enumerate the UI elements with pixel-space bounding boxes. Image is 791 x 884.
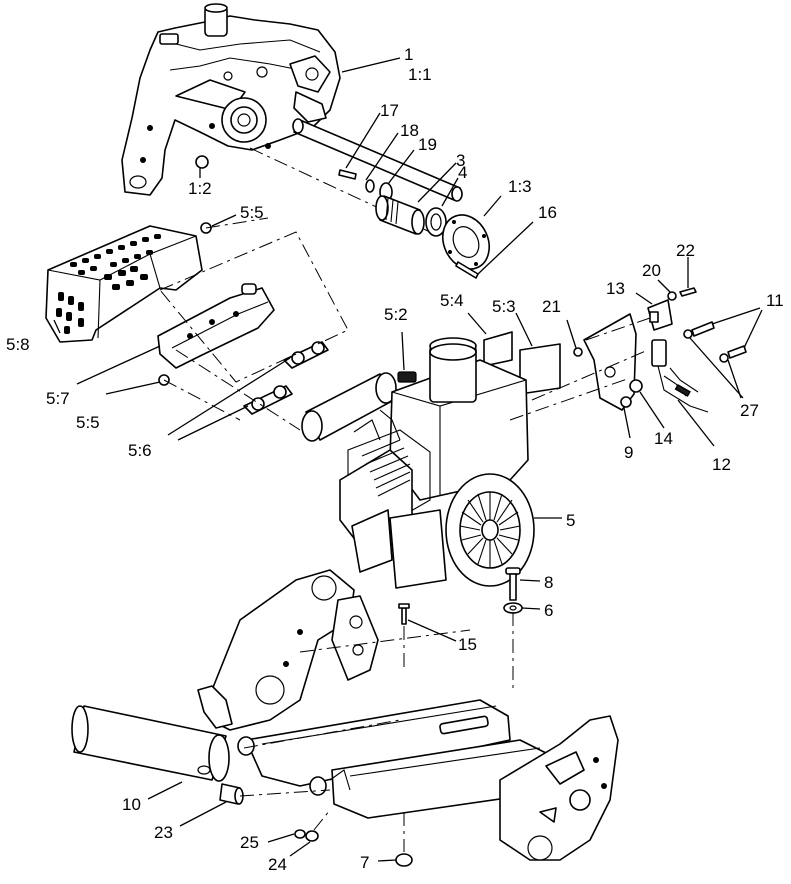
callout-6[interactable]: 6 xyxy=(544,601,553,620)
switch-13[interactable] xyxy=(647,299,673,331)
screw-16[interactable] xyxy=(455,261,479,279)
callout-11[interactable]: 11 xyxy=(766,291,784,310)
gasket-1-3[interactable] xyxy=(434,207,498,276)
callout-5[interactable]: 5 xyxy=(566,511,575,530)
plug-7[interactable] xyxy=(395,853,413,867)
frame[interactable] xyxy=(197,569,619,861)
callout-27[interactable]: 27 xyxy=(740,401,759,420)
bracket-9[interactable] xyxy=(583,313,637,411)
pin-17[interactable] xyxy=(338,169,357,180)
callout-10[interactable]: 10 xyxy=(122,795,141,814)
callout-14[interactable]: 14 xyxy=(654,429,673,448)
decal-5-4[interactable] xyxy=(483,331,513,367)
washer-18[interactable] xyxy=(365,179,375,193)
bushing-23[interactable] xyxy=(219,783,244,805)
callout-19[interactable]: 19 xyxy=(418,135,437,154)
callout-18[interactable]: 18 xyxy=(400,121,419,140)
callout-20[interactable]: 20 xyxy=(642,261,661,280)
callout-1-2[interactable]: 1:2 xyxy=(188,179,212,198)
callout-3[interactable]: 3 xyxy=(456,151,465,170)
screw-22[interactable] xyxy=(679,287,697,297)
bearing-4[interactable] xyxy=(425,207,447,237)
callout-8[interactable]: 8 xyxy=(544,573,553,592)
callout-16[interactable]: 16 xyxy=(538,203,557,222)
callout-22[interactable]: 22 xyxy=(676,241,695,260)
nut-21[interactable] xyxy=(573,347,583,357)
washer-6[interactable] xyxy=(503,602,523,614)
callout-7[interactable]: 7 xyxy=(360,853,369,872)
callout-5-3[interactable]: 5:3 xyxy=(492,297,516,316)
engine[interactable] xyxy=(339,337,535,589)
tube-cover-10[interactable] xyxy=(71,705,230,782)
bolt-8[interactable] xyxy=(505,567,521,601)
output-shaft[interactable] xyxy=(292,118,463,202)
leader-lines xyxy=(53,57,763,862)
transmission-housing[interactable] xyxy=(121,3,341,196)
callout-12[interactable]: 12 xyxy=(712,455,731,474)
muffler-guard[interactable] xyxy=(157,283,275,369)
callout-9[interactable]: 9 xyxy=(624,443,633,462)
bracket-5-6a[interactable] xyxy=(283,341,329,369)
callout-5-7[interactable]: 5:7 xyxy=(46,389,70,408)
callout-4[interactable]: 4 xyxy=(458,163,467,182)
callout-5-5-bottom[interactable]: 5:5 xyxy=(76,413,100,432)
washer-27b[interactable] xyxy=(719,353,729,363)
callout-labels: 1 1:1 1:2 1:3 17 18 19 3 4 16 5:5 5:8 5:… xyxy=(6,45,784,874)
coupler-3[interactable] xyxy=(375,195,425,235)
nut-24[interactable] xyxy=(305,830,319,842)
callout-5-5-top[interactable]: 5:5 xyxy=(240,203,264,222)
callout-21[interactable]: 21 xyxy=(542,297,561,316)
callout-5-2[interactable]: 5:2 xyxy=(384,305,408,324)
screw-11[interactable] xyxy=(691,321,747,359)
harness-12[interactable] xyxy=(651,339,709,413)
callout-13[interactable]: 13 xyxy=(606,279,625,298)
plug-1-2[interactable] xyxy=(195,155,209,169)
callout-5-6[interactable]: 5:6 xyxy=(128,441,152,460)
callout-23[interactable]: 23 xyxy=(154,823,173,842)
washer-27a[interactable] xyxy=(683,329,693,339)
washer-20[interactable] xyxy=(667,291,677,301)
callout-5-8[interactable]: 5:8 xyxy=(6,335,30,354)
callout-1-3[interactable]: 1:3 xyxy=(508,177,532,196)
callout-1-1[interactable]: 1:1 xyxy=(408,65,432,84)
callout-1[interactable]: 1 xyxy=(404,45,413,64)
callout-17[interactable]: 17 xyxy=(380,101,399,120)
callout-15[interactable]: 15 xyxy=(458,635,477,654)
callout-25[interactable]: 25 xyxy=(240,833,259,852)
callout-24[interactable]: 24 xyxy=(268,855,287,874)
washer-25[interactable] xyxy=(294,829,306,839)
callout-5-4[interactable]: 5:4 xyxy=(440,291,464,310)
heat-shield[interactable] xyxy=(45,225,203,343)
spacer-14[interactable] xyxy=(629,379,643,393)
screw-15[interactable] xyxy=(398,603,410,625)
